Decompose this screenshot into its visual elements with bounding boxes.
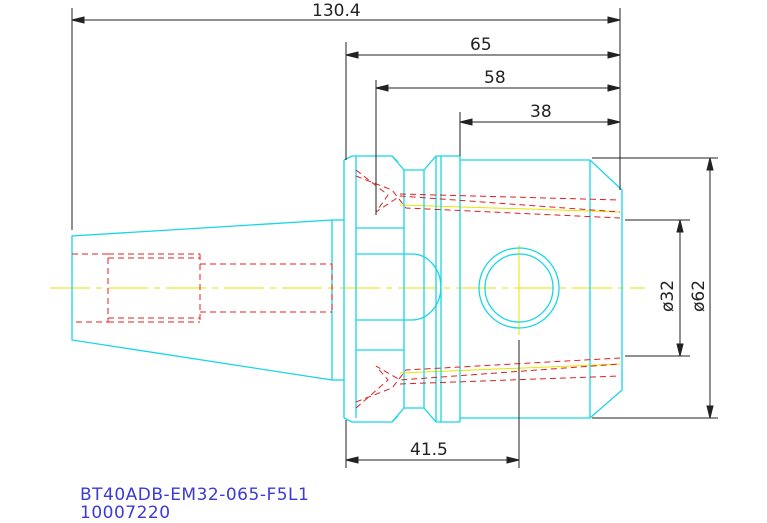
hidden-lines [72,169,621,409]
key-slot [356,253,442,321]
part-number-caption: BT40ADB-EM32-065-F5L1 [80,485,310,505]
side-bore-outer [478,247,560,329]
collet-centerline-upper [399,204,621,213]
dim-38: 38 [530,102,552,122]
side-bore-inner [484,253,554,323]
centerlines [50,204,645,374]
dim-diameter-62: ø62 [689,280,709,312]
dim-diameter-32: ø32 [658,280,678,312]
dim-overall-length: 130.4 [312,1,361,21]
holder-outline [71,155,623,423]
part-code-caption: 10007220 [80,503,171,523]
collet-centerline-lower [399,363,621,374]
dimensions [71,8,718,468]
dim-58: 58 [484,68,506,88]
dim-65: 65 [470,35,492,55]
v-groove-bottom [391,407,437,423]
taper-shank [71,219,333,381]
body-top [460,159,623,419]
dim-41-5: 41.5 [410,440,448,460]
v-groove-top [391,155,437,171]
